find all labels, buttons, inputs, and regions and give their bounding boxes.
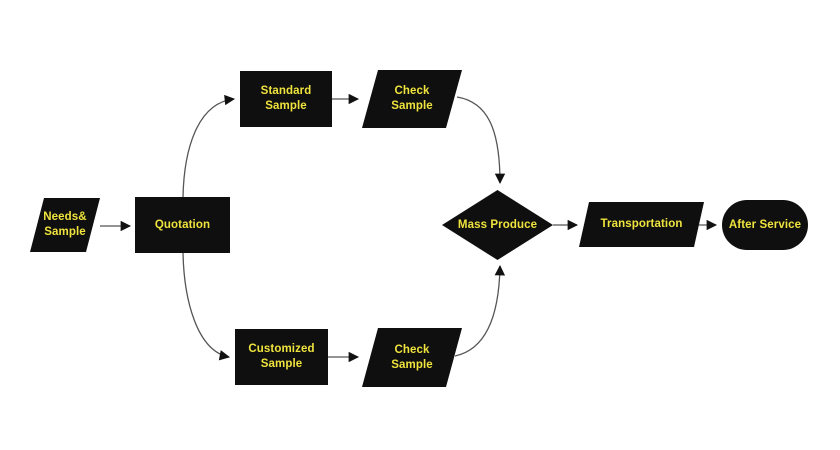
node-after-service: After Service — [722, 200, 808, 250]
edge-quotation-to-standard-sample — [182, 94, 236, 198]
edge-check-sample-bottom-to-mass-produce — [454, 264, 506, 357]
node-transportation: Transportation — [579, 202, 704, 247]
edge-quotation-to-customized-sample — [182, 252, 231, 361]
edge-check-sample-top-to-mass-produce — [456, 96, 506, 185]
node-standard-sample-label: Standard Sample — [260, 85, 312, 112]
node-quotation: Quotation — [135, 197, 230, 253]
node-customized-sample: Customized Sample — [235, 329, 328, 385]
node-check-sample-top-label: Check Sample — [391, 85, 433, 112]
node-mass-produce-label: Mass Produce — [457, 218, 538, 231]
node-transportation-label: Transportation — [600, 218, 683, 231]
node-after-service-label: After Service — [728, 218, 802, 231]
node-check-sample-bottom-label: Check Sample — [391, 343, 433, 371]
node-needs-sample-label: Needs& Sample — [43, 211, 87, 238]
node-customized-sample-label: Customized Sample — [248, 343, 315, 370]
node-quotation-label: Quotation — [154, 218, 211, 231]
node-standard-sample: Standard Sample — [240, 71, 332, 127]
node-check-sample-top: Check Sample — [362, 70, 462, 128]
node-check-sample-bottom: Check Sample — [362, 328, 462, 387]
